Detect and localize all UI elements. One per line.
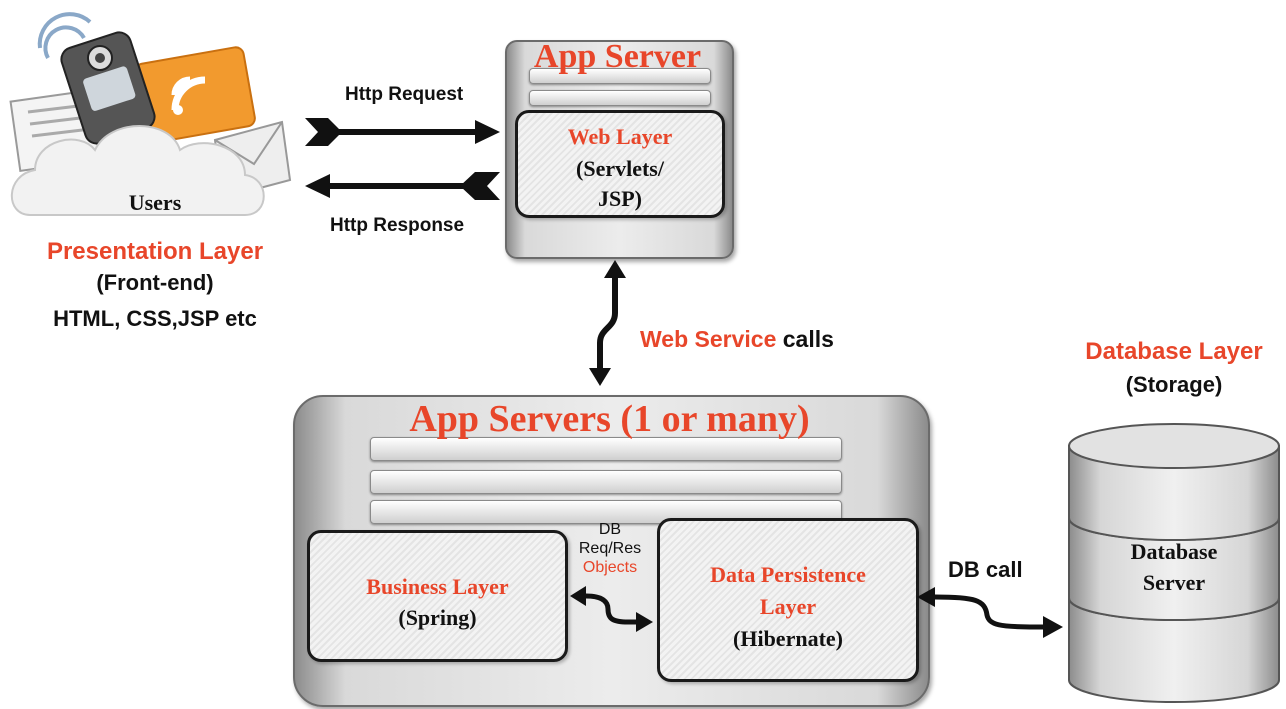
database-server-line1: Database [1130,539,1218,564]
rss-icon [134,46,256,144]
web-service-label: Web Service calls [640,326,834,353]
users-illustration [9,12,292,216]
web-layer-line2: JSP) [598,186,642,211]
presentation-layer-title: Presentation Layer [46,238,264,265]
web-service-emph: Web Service [640,326,777,352]
business-layer-box [307,530,568,662]
web-layer-line1: (Servlets/ [576,156,664,181]
mobile-phone-icon [60,31,156,145]
presentation-layer-subtitle: (Front-end) [96,270,214,295]
database-server-line2: Server [1142,570,1206,595]
http-response-label: Http Response [330,215,465,236]
presentation-layer-tech: HTML, CSS,JSP etc [53,306,257,331]
data-persistence-box [657,518,919,682]
db-call-arrow [917,587,1063,638]
db-objects-line2: Req/Res [578,540,642,557]
data-persistence-sub: (Hibernate) [733,626,843,651]
http-response-arrow [305,172,500,200]
server-slot [370,437,842,461]
database-layer-sub: (Storage) [1125,372,1223,397]
http-request-arrow [305,118,500,146]
web-service-rest: calls [782,326,834,352]
database-cylinder-icon [1068,423,1280,703]
web-layer-box [515,110,725,218]
db-objects-line1: DB [598,521,622,538]
db-call-label: DB call [948,557,1023,582]
database-layer-title: Database Layer [1085,338,1263,365]
web-layer-title: Web Layer [567,124,673,149]
business-layer-title: Business Layer [366,574,509,599]
business-layer-sub: (Spring) [398,605,477,630]
server-slot [370,470,842,494]
web-service-arrow [589,260,626,386]
data-persistence-line2: Layer [759,594,817,619]
server-slot [529,90,711,106]
http-request-label: Http Request [345,84,464,105]
cloud-icon [10,125,265,216]
data-persistence-line1: Data Persistence [710,562,866,587]
server-slot [529,68,711,84]
db-objects-label: DB Req/Res Objects [565,520,655,577]
app-servers-title: App Servers (1 or many) [409,398,810,440]
business-persistence-arrow [570,586,653,632]
db-objects-line3: Objects [582,559,638,576]
users-label: Users [128,190,182,215]
app-server-title: App Server [533,38,702,75]
wifi-signal-icon [37,12,92,59]
